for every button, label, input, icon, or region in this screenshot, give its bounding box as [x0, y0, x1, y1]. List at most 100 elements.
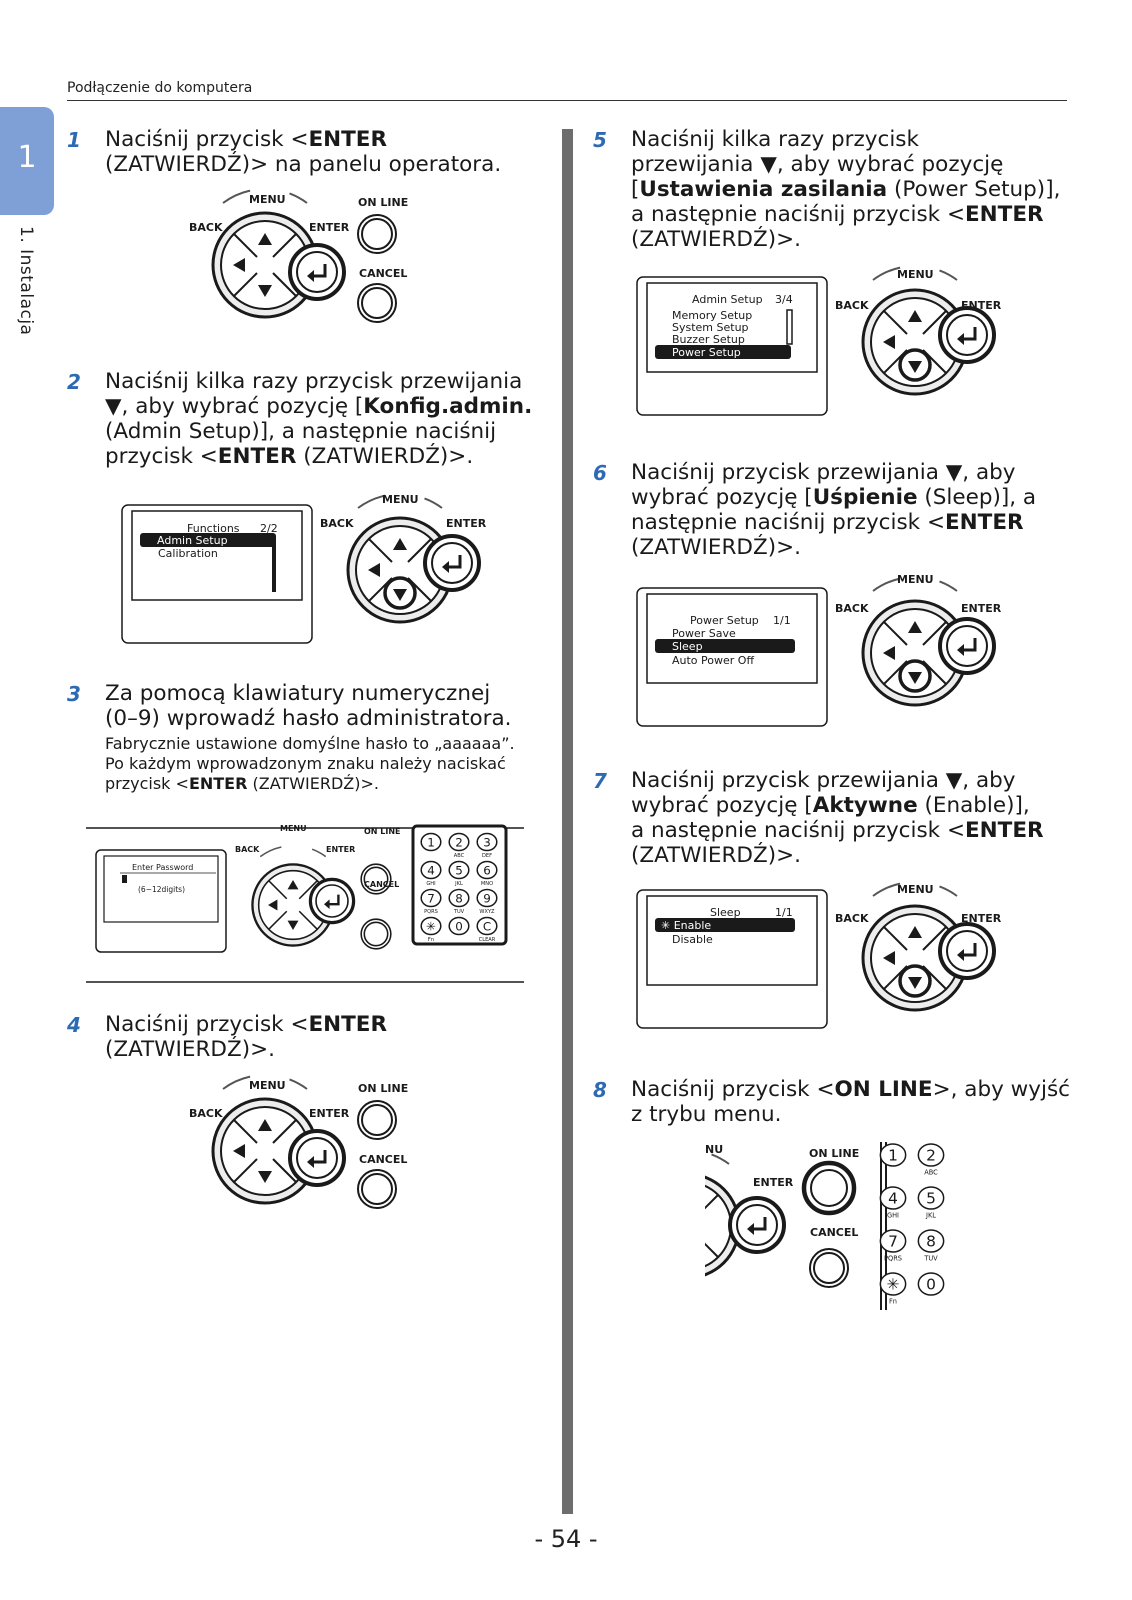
- enter-label: ENTER: [326, 845, 355, 854]
- online-button[interactable]: [801, 1160, 857, 1216]
- step-text: Naciśnij kilka razy przycisk przewijania…: [105, 369, 532, 469]
- menu-label: MENU: [897, 573, 934, 586]
- keypad-key-sublabel: Fn: [889, 1297, 897, 1305]
- keypad-key-label: 5: [455, 863, 463, 877]
- text-line: wybrać pozycję [Uśpienie (Sleep)], a: [631, 485, 1037, 510]
- keypad-key[interactable]: ✳Fn: [420, 916, 442, 943]
- keypad-key-label: 8: [926, 1233, 936, 1251]
- down-button[interactable]: [898, 964, 932, 998]
- keypad-frame: [411, 824, 508, 946]
- back-label: BACK: [235, 845, 260, 854]
- keypad-key-sublabel: PQRS: [884, 1254, 902, 1262]
- cancel-button[interactable]: [357, 283, 397, 323]
- keypad-key[interactable]: 0: [448, 916, 470, 936]
- menu-label: MENU: [897, 268, 934, 281]
- enter-button[interactable]: [288, 243, 346, 301]
- lcd-item: System Setup: [672, 321, 749, 334]
- back-label: BACK: [189, 221, 223, 234]
- text-line: (ZATWIERDŹ)>.: [631, 227, 801, 252]
- lcd-screen: [646, 895, 818, 986]
- text-line: Naciśnij przycisk <ENTER: [105, 127, 388, 152]
- online-button[interactable]: [357, 1100, 397, 1140]
- lcd-item: Buzzer Setup: [672, 333, 745, 346]
- step-number: 1: [67, 128, 81, 152]
- online-label: ON LINE: [809, 1147, 859, 1160]
- running-header: Podłączenie do komputera: [67, 80, 253, 96]
- chapter-number: 1: [17, 140, 37, 175]
- step-number: 3: [67, 682, 81, 706]
- lcd-title: Power Setup: [690, 614, 759, 627]
- enter-label: ENTER: [961, 912, 1002, 925]
- enter-button[interactable]: [288, 1129, 346, 1187]
- text-line: ▼, aby wybrać pozycję [Konfig.admin.: [105, 394, 533, 419]
- column-divider: [562, 129, 573, 1514]
- keypad-key-sublabel: TUV: [453, 909, 465, 915]
- text-line: Naciśnij kilka razy przycisk przewijania: [105, 369, 523, 394]
- cancel-button[interactable]: [357, 1169, 397, 1209]
- lcd-item: ✳ Enable: [661, 919, 711, 932]
- cancel-button[interactable]: [809, 1248, 849, 1288]
- keypad-key[interactable]: ✳ Fn: [879, 1272, 907, 1305]
- keypad-key-label: ✳: [887, 1276, 900, 1294]
- lcd-and-dpad-figure: Sleep 1/1 ✳ Enable Disable MENU BACK ENT…: [636, 880, 1002, 1029]
- keypad-key-label: 7: [888, 1233, 898, 1251]
- online-button[interactable]: [357, 214, 397, 254]
- lcd-item: Calibration: [158, 547, 218, 560]
- step-number: 4: [67, 1013, 81, 1037]
- lcd-hint: (6~12digits): [138, 885, 185, 894]
- text-line: przewijania ▼, aby wybrać pozycję: [631, 152, 1004, 177]
- enter-button[interactable]: [938, 617, 996, 675]
- lcd-highlight: [655, 918, 795, 932]
- down-button[interactable]: [898, 348, 932, 382]
- text-line: (0–9) wprowadź hasło administratora.: [105, 706, 512, 731]
- cancel-label: CANCEL: [359, 1153, 407, 1166]
- enter-button[interactable]: [938, 306, 996, 364]
- enter-label: ENTER: [446, 517, 487, 530]
- keypad-key-sublabel: JKL: [925, 1211, 936, 1219]
- enter-label: ENTER: [961, 299, 1002, 312]
- enter-button[interactable]: [728, 1196, 786, 1254]
- online-button[interactable]: [360, 863, 392, 895]
- keypad-key[interactable]: 1: [420, 832, 442, 852]
- enter-label: ENTER: [961, 602, 1002, 615]
- text-line: Fabrycznie ustawione domyślne hasło to „…: [105, 734, 515, 753]
- text-line: Naciśnij przycisk <ON LINE>, aby wyjść: [631, 1077, 1070, 1102]
- header-rule: [67, 100, 1067, 101]
- keypad-key-label: 7: [427, 891, 435, 905]
- cancel-button[interactable]: [360, 918, 392, 950]
- text-line: Po każdym wprowadzonym znaku należy naci…: [105, 754, 506, 773]
- keypad-key-label: 0: [455, 919, 463, 933]
- lcd-page: 3/4: [775, 293, 793, 306]
- chapter-tab: [0, 107, 54, 215]
- enter-button[interactable]: [308, 877, 356, 925]
- text-line: (Admin Setup)], a następnie naciśnij: [105, 419, 497, 444]
- text-line: przycisk <ENTER (ZATWIERDŹ)>.: [105, 444, 474, 469]
- navigation-dpad: [705, 1148, 741, 1280]
- enter-button[interactable]: [423, 534, 481, 592]
- step-text: Naciśnij przycisk <ENTER(ZATWIERDŹ)>.: [105, 1012, 387, 1062]
- keypad-key-sublabel: GHI: [887, 1211, 899, 1219]
- keypad-key[interactable]: 1: [879, 1143, 907, 1167]
- down-button[interactable]: [898, 659, 932, 693]
- enter-button[interactable]: [938, 922, 996, 980]
- step-note: Fabrycznie ustawione domyślne hasło to „…: [105, 734, 515, 794]
- down-button[interactable]: [383, 576, 417, 610]
- keypad-key[interactable]: 0: [917, 1272, 945, 1296]
